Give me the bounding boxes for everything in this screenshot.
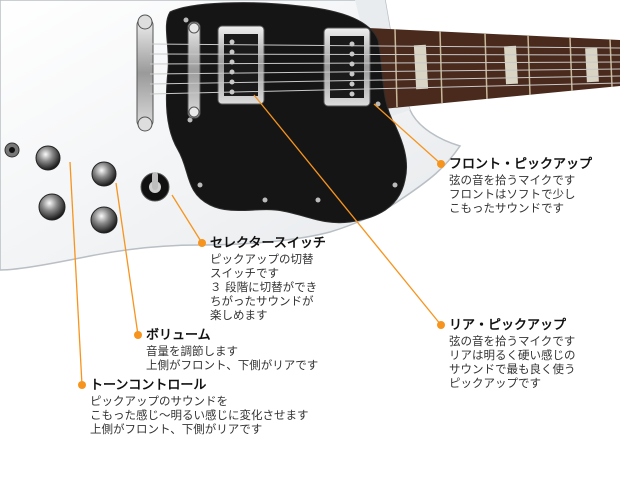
output-jack	[4, 142, 20, 158]
rear-pickup-annotation: リア・ピックアップ 弦の音を拾うマイクです リアは明るく硬い感じの サウンドで最…	[449, 318, 576, 390]
strings	[149, 43, 620, 95]
fretboard	[368, 28, 620, 110]
tone-knob-top	[35, 145, 61, 171]
fret-inlays	[413, 44, 599, 90]
tone-marker	[78, 381, 86, 389]
volume-marker	[134, 331, 142, 339]
selector-switch-line-2: スイッチです	[210, 266, 279, 280]
selector-switch-marker	[198, 239, 206, 247]
selector-switch-line-5: 楽しめます	[210, 308, 268, 322]
front-pickup-line-1: 弦の音を拾うマイクです	[449, 173, 576, 187]
rear-pickup-marker	[437, 321, 445, 329]
selector-switch-line-3: ３ 段階に切替ができ	[210, 280, 318, 294]
selector-switch-annotation: セレクタースイッチ ピックアップの切替 スイッチです ３ 段階に切替ができ ちが…	[210, 236, 326, 322]
volume-knob-bottom	[90, 206, 118, 234]
tailpiece	[136, 14, 154, 132]
front-pickup-annotation: フロント・ピックアップ 弦の音を拾うマイクです フロントはソフトで少し こもった…	[449, 157, 592, 215]
volume-annotation: ボリューム 音量を調節します 上側がフロント、下側がリアです	[146, 328, 318, 372]
leader-lines	[69, 94, 442, 386]
tone-control-annotation: トーンコントロール ピックアップのサウンドを こもった感じ～明るい感じに変化させ…	[90, 378, 309, 436]
selector-switch-title: セレクタースイッチ	[210, 236, 326, 251]
tone-control-title: トーンコントロール	[90, 378, 207, 393]
rear-pickup-line-4: ピックアップです	[449, 376, 541, 390]
rear-pickup-title: リア・ピックアップ	[449, 318, 567, 333]
label-markers	[78, 160, 445, 389]
tone-knob-bottom	[38, 193, 66, 221]
volume-line-2: 上側がフロント、下側がリアです	[146, 358, 319, 372]
rear-pickup-line-2: リアは明るく硬い感じの	[449, 348, 576, 362]
selector-switch	[140, 172, 170, 202]
front-pickup-line-2: フロントはソフトで少し	[449, 187, 576, 201]
volume-title: ボリューム	[146, 328, 211, 343]
selector-switch-line-4: ちがったサウンドが	[210, 294, 314, 308]
front-pickup-line-3: こもったサウンドです	[449, 201, 564, 215]
fret-lines	[394, 28, 613, 108]
neck-pickup	[323, 27, 371, 107]
bridge	[187, 21, 201, 119]
tone-control-line-2: こもった感じ～明るい感じに変化させます	[90, 408, 309, 422]
rear-pickup-line-1: 弦の音を拾うマイクです	[449, 334, 576, 348]
volume-line-1: 音量を調節します	[146, 344, 238, 358]
front-pickup-marker	[437, 160, 445, 168]
selector-switch-line-1: ピックアップの切替	[210, 252, 314, 266]
volume-knob-top	[91, 161, 117, 187]
rear-pickup-line-3: サウンドで最も良く使う	[449, 362, 576, 376]
tone-control-line-3: 上側がフロント、下側がリアです	[90, 422, 263, 436]
front-pickup-title: フロント・ピックアップ	[449, 157, 593, 172]
tone-control-line-1: ピックアップのサウンドを	[90, 394, 228, 408]
pickguard	[165, 2, 408, 224]
